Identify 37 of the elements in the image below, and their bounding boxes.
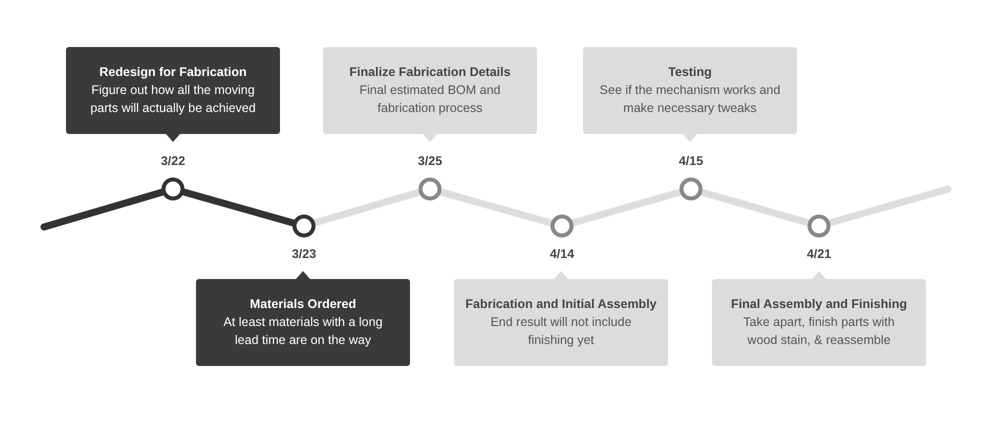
callout-box	[712, 279, 926, 366]
callout-description: Take apart, finish parts with wood stain, & reassemble	[742, 314, 896, 349]
date-label: 3/25	[416, 154, 444, 168]
callout-title: Finalize Fabrication Details	[348, 64, 512, 81]
callout-box	[196, 279, 410, 366]
callout-description: Final estimated BOM and fabrication process	[358, 82, 502, 117]
callout-title: Testing	[667, 64, 713, 81]
callout-title: Redesign for Fabrication	[98, 64, 248, 81]
callout-box	[583, 47, 797, 134]
milestone-circle	[418, 177, 442, 201]
timeline-segment	[699, 188, 811, 226]
callout-box	[323, 47, 537, 134]
date-label: 3/23	[290, 247, 318, 261]
milestone-circle	[161, 177, 185, 201]
milestone-circle	[807, 214, 831, 238]
callout-description: Figure out how all the moving parts will actually be achieved	[89, 82, 257, 117]
timeline-segment	[312, 188, 422, 226]
timeline-segment	[181, 188, 296, 226]
callout-description: End result will not include finishing yet	[489, 314, 633, 349]
date-label: 4/14	[548, 247, 576, 261]
date-label: 4/21	[806, 247, 832, 261]
callout-description: See if the mechanism works and make necessary tweaks	[598, 82, 782, 117]
callout-description: At least materials with a long lead time are on the way	[222, 314, 384, 349]
milestone-circle	[292, 214, 316, 238]
callout-box	[454, 279, 668, 366]
date-label: 3/22	[160, 154, 186, 168]
callout-title: Fabrication and Initial Assembly	[464, 296, 658, 313]
callout-title: Final Assembly and Finishing	[730, 296, 908, 313]
timeline-segment	[827, 186, 952, 226]
timeline-segment	[570, 188, 683, 226]
milestone-circle	[550, 214, 574, 238]
date-label: 4/15	[678, 154, 704, 168]
timeline-segment	[438, 188, 554, 226]
timeline-segment	[40, 188, 165, 230]
callout-title: Materials Ordered	[248, 296, 358, 313]
callout-box	[66, 47, 280, 134]
milestone-circle	[679, 177, 703, 201]
